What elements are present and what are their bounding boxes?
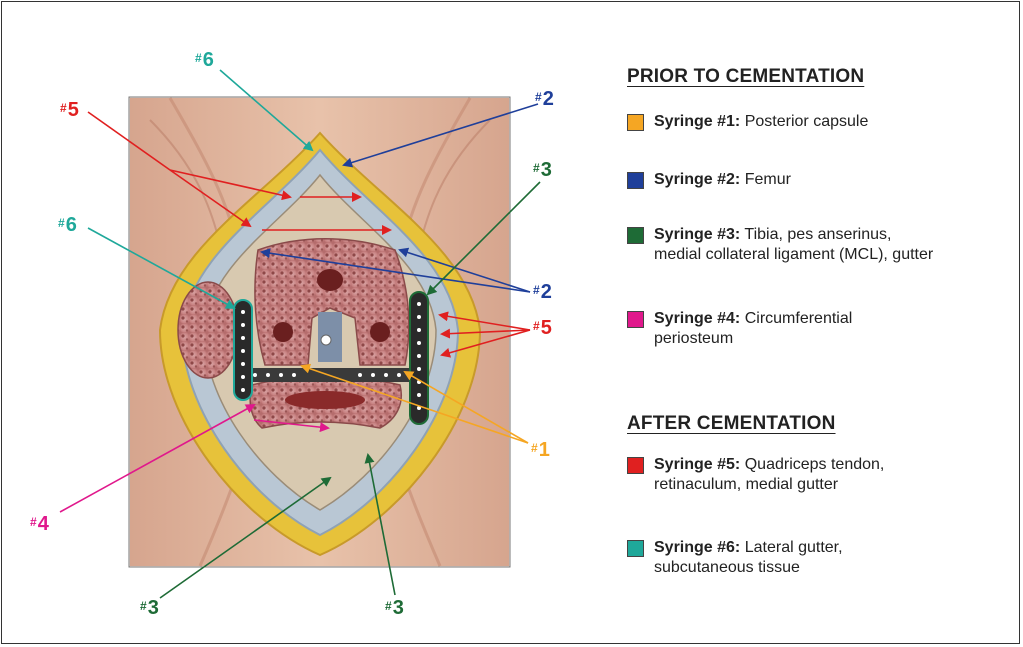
callout-5-mid: #5	[533, 318, 552, 338]
patella	[178, 282, 238, 378]
callout-3-bot-left: #3	[140, 598, 159, 618]
entry-desc-line2: subcutaneous tissue	[654, 558, 1004, 578]
swatch-green	[627, 227, 644, 244]
swatch-teal	[627, 540, 644, 557]
entry-desc-line2: periosteum	[654, 329, 1004, 349]
entry-desc: Circumferential	[745, 310, 853, 327]
entry-desc-line2: retinaculum, medial gutter	[654, 475, 1004, 495]
after-section-title: AFTER CEMENTATION	[627, 413, 836, 435]
entry-desc: Lateral gutter,	[745, 539, 843, 556]
entry-desc: Quadriceps tendon,	[745, 456, 885, 473]
callout-2-mid: #2	[533, 282, 552, 302]
entry-name: Syringe #6:	[654, 539, 740, 556]
entry-desc: Tibia, pes anserinus,	[744, 226, 891, 243]
swatch-pink	[627, 311, 644, 328]
entry-name: Syringe #1:	[654, 113, 740, 130]
callout-6-top: #6	[195, 50, 214, 70]
prior-section-title: PRIOR TO CEMENTATION	[627, 66, 864, 88]
entry-name: Syringe #3:	[654, 226, 740, 243]
swatch-orange	[627, 114, 644, 131]
legend: PRIOR TO CEMENTATION Syringe #1: Posteri…	[627, 0, 1007, 640]
entry-name: Syringe #5:	[654, 456, 740, 473]
callout-3-top: #3	[533, 160, 552, 180]
entry-desc: Femur	[745, 171, 791, 188]
callout-4: #4	[30, 514, 49, 534]
swatch-red	[627, 457, 644, 474]
entry-name: Syringe #4:	[654, 310, 740, 327]
entry-desc: Posterior capsule	[745, 113, 869, 130]
entry-desc-line2: medial collateral ligament (MCL), gutter	[654, 245, 1004, 265]
callout-2-top: #2	[535, 89, 554, 109]
callout-3-bot-right: #3	[385, 598, 404, 618]
swatch-blue	[627, 172, 644, 189]
entry-name: Syringe #2:	[654, 171, 740, 188]
callout-1: #1	[531, 440, 550, 460]
callout-6-mid: #6	[58, 215, 77, 235]
callout-5-top: #5	[60, 100, 79, 120]
